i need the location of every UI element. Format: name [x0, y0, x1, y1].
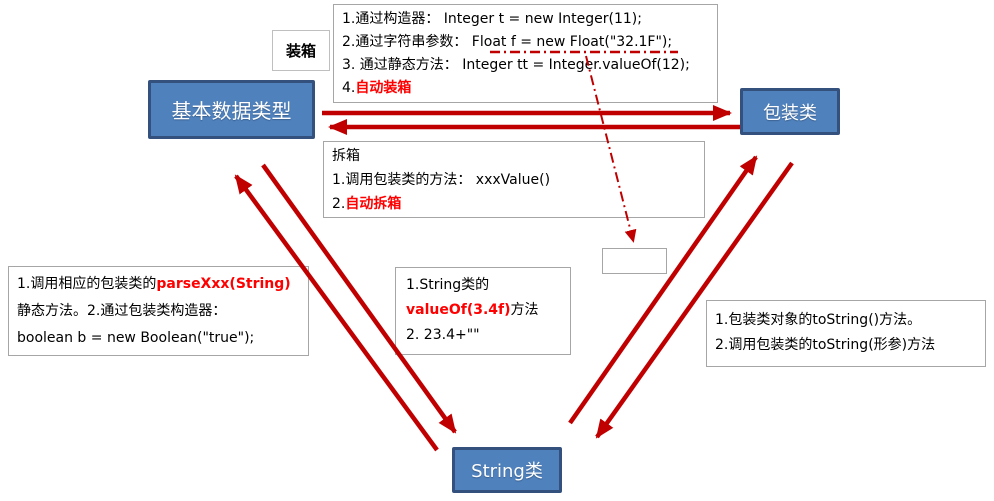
boxing-method-4-number: 4. — [342, 80, 356, 96]
note-string-to-primitive: 1.调用相应的包装类的parseXxx(String) 静态方法。2.通过包装类… — [8, 266, 309, 356]
note-unboxing-methods: 拆箱 1.调用包装类的方法： xxxValue() 2.自动拆箱 — [323, 141, 705, 218]
auto-unboxing-highlight: 自动拆箱 — [345, 196, 402, 212]
prim2str-line-1: 1.String类的 — [406, 277, 490, 293]
node-string-label: String类 — [471, 461, 543, 482]
unboxing-method-2-number: 2. — [332, 196, 346, 212]
boxing-label: 装箱 — [285, 42, 316, 60]
str2prim-line-1: 1.调用相应的包装类的parseXxx(String) — [17, 271, 300, 298]
node-primitive-label: 基本数据类型 — [171, 99, 292, 123]
empty-callout-box — [602, 248, 667, 274]
boxing-method-2: 2.通过字符串参数： Float f = new Float("32.1F"); — [342, 34, 673, 50]
note-boxing-methods: 1.通过构造器： Integer t = new Integer(11); 2.… — [333, 4, 718, 103]
note-wrapper-to-string: 1.包装类对象的toString()方法。 2.调用包装类的toString(形… — [706, 300, 986, 367]
note-primitive-to-string: 1.String类的 valueOf(3.4f)方法 2. 23.4+"" — [395, 267, 571, 355]
auto-boxing-highlight: 自动装箱 — [355, 80, 412, 96]
node-wrapper-label: 包装类 — [763, 102, 817, 124]
node-primitive-type: 基本数据类型 — [148, 80, 315, 139]
boxing-label-box: 装箱 — [272, 30, 330, 71]
wrap2str-line-1: 1.包装类对象的toString()方法。 — [715, 312, 922, 328]
unboxing-method-1: 1.调用包装类的方法： xxxValue() — [332, 172, 551, 188]
prim2str-line-2-suffix: 方法 — [510, 302, 539, 318]
boxing-method-1: 1.通过构造器： Integer t = new Integer(11); — [342, 11, 642, 27]
str2prim-line-2: 静态方法。2.通过包装类构造器： — [17, 303, 227, 319]
str2prim-line-1-text: 1.调用相应的包装类的 — [17, 276, 157, 292]
boxing-method-4: 4.自动装箱 — [342, 77, 709, 100]
prim2str-line-2: valueOf(3.4f)方法 — [406, 298, 560, 323]
node-wrapper-class: 包装类 — [740, 88, 840, 135]
unboxing-title: 拆箱 — [332, 148, 360, 164]
parsexxx-highlight: parseXxx(String) — [156, 276, 291, 292]
wrap2str-line-2: 2.调用包装类的toString(形参)方法 — [715, 337, 936, 353]
str2prim-line-3: boolean b = new Boolean("true"); — [17, 330, 255, 346]
node-string-class: String类 — [452, 447, 562, 493]
unboxing-method-2: 2.自动拆箱 — [332, 192, 696, 216]
prim2str-line-3: 2. 23.4+"" — [406, 327, 480, 343]
valueof-highlight: valueOf(3.4f) — [406, 302, 511, 318]
boxing-method-3: 3. 通过静态方法： Integer tt = Integer.valueOf(… — [342, 57, 690, 73]
